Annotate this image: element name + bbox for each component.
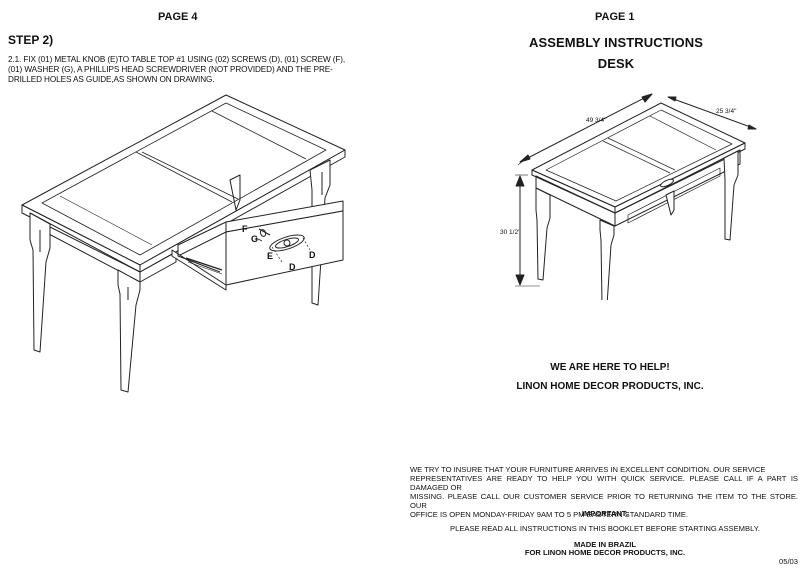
instruction-line: DRILLED HOLES AS GUIDE,AS SHOWN ON DRAWI… — [8, 75, 215, 84]
company-name: LINON HOME DECOR PRODUCTS, INC. — [516, 381, 704, 392]
left-page-number: PAGE 4 — [158, 11, 198, 23]
notice-line: OFFICE IS OPEN MONDAY-FRIDAY 9AM TO 5 PM… — [410, 510, 689, 519]
right-page-number: PAGE 1 — [595, 11, 635, 23]
metal-knob — [269, 234, 305, 252]
part-label-e: E — [267, 251, 273, 261]
step-title: STEP 2) — [8, 33, 54, 47]
help-heading: WE ARE HERE TO HELP! — [550, 362, 670, 373]
desk-apron — [535, 149, 741, 227]
part-label-d: D — [309, 250, 316, 260]
screw-and-washer — [255, 228, 271, 242]
document-title: ASSEMBLY INSTRUCTIONS — [528, 35, 703, 50]
screw-guide-line — [271, 246, 283, 263]
width-dimension-line — [517, 93, 653, 166]
service-notice: WE TRY TO INSURE THAT YOUR FURNITURE ARR… — [410, 465, 798, 519]
part-label-f: F — [242, 224, 248, 234]
part-label-d: D — [289, 262, 296, 272]
width-dimension-label: 49 3/4" — [586, 117, 607, 124]
important-text: PLEASE READ ALL INSTRUCTIONS IN THIS BOO… — [450, 524, 760, 533]
instruction-line: (01) WASHER (G), A PHILLIPS HEAD SCREWDR… — [8, 65, 333, 74]
depth-dimension-line — [667, 96, 757, 130]
desk-top — [531, 102, 746, 214]
made-in-country: MADE IN BRAZIL — [573, 540, 636, 549]
desk-dimension-drawing: 49 3/4" 25 3/4" 30 1/2" — [500, 93, 757, 300]
desk-legs — [535, 150, 739, 300]
height-dimension-label: 30 1/2" — [500, 229, 521, 236]
step-instructions: 2.1. FIX (01) METAL KNOB (E)TO TABLE TOP… — [8, 55, 370, 85]
notice-line: MISSING. PLEASE CALL OUR CUSTOMER SERVIC… — [410, 492, 798, 510]
made-for-company: FOR LINON HOME DECOR PRODUCTS, INC. — [524, 548, 686, 557]
notice-line: WE TRY TO INSURE THAT YOUR FURNITURE ARR… — [410, 465, 766, 474]
desk-knob-assembly-drawing: F G E D D — [21, 94, 346, 393]
instruction-line: 2.1. FIX (01) METAL KNOB (E)TO TABLE TOP… — [8, 55, 346, 64]
depth-dimension-label: 25 3/4" — [716, 108, 737, 115]
important-label: IMPORTANT: — [581, 509, 629, 518]
product-name: DESK — [597, 56, 635, 71]
height-dimension-line — [515, 174, 540, 287]
notice-line: REPRESENTATIVES ARE READY TO HELP YOU WI… — [410, 474, 798, 492]
date-code: 05/03 — [779, 557, 799, 566]
drawer-knob — [660, 178, 674, 188]
part-label-g: G — [251, 234, 258, 244]
